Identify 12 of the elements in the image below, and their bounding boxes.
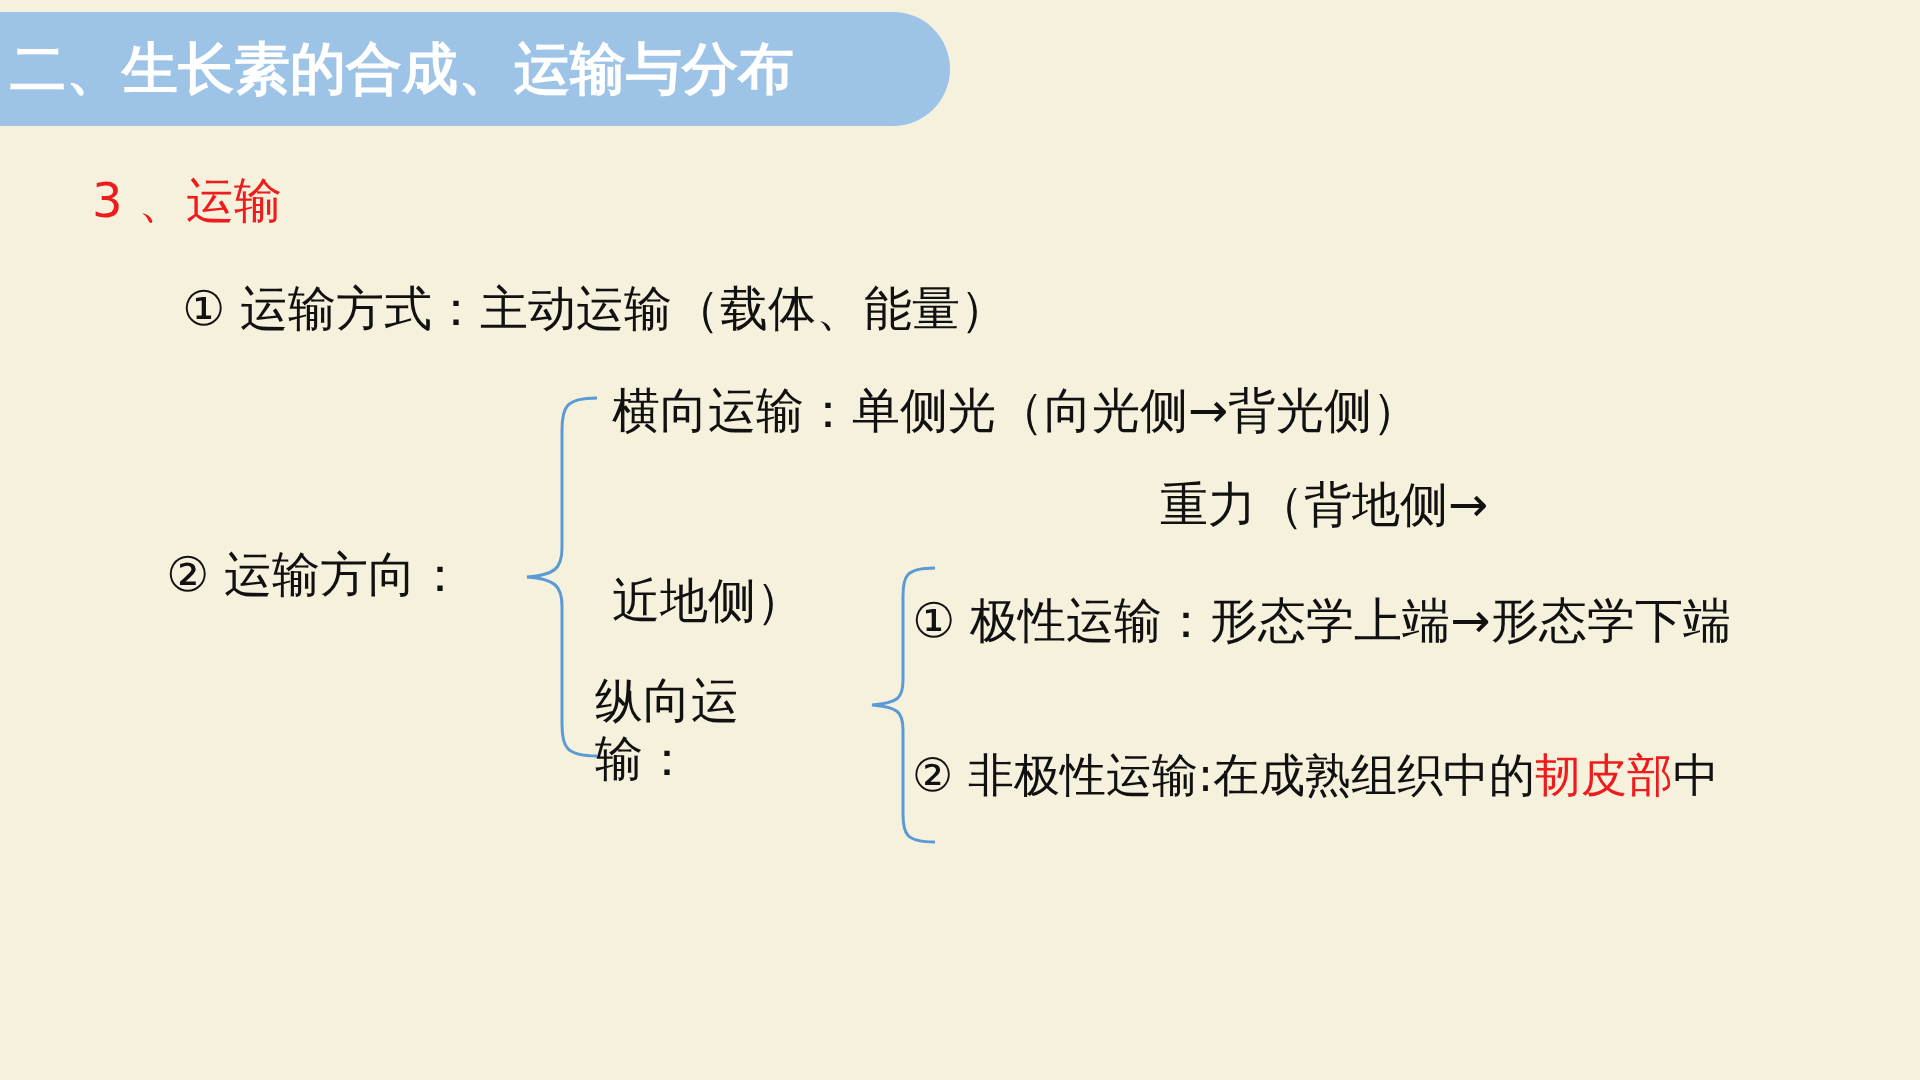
section-heading: 3 、运输: [92, 172, 282, 230]
gravity-text: 重力（背地侧→: [1160, 476, 1489, 534]
nonpolar-transport-text: ② 非极性运输:在成熟组织中的: [912, 748, 1536, 804]
lateral-transport-text: 横向运输：单侧光（向光侧→背光侧）: [612, 382, 1421, 440]
nonpolar-transport-text-end: 中: [1673, 748, 1720, 804]
longitudinal-transport-label: 纵向运输：: [595, 672, 740, 788]
transport-mode-text: ① 运输方式：主动运输（载体、能量）: [182, 280, 1009, 338]
highlighted-term: 韧皮部: [1535, 748, 1674, 804]
gravity-text-end: 近地侧）: [612, 572, 804, 630]
polar-transport-text: ① 极性运输：形态学上端→形态学下端: [912, 592, 1731, 650]
title: 二、生长素的合成、运输与分布: [10, 35, 794, 103]
transport-direction-label: ② 运输方向：: [166, 546, 465, 604]
